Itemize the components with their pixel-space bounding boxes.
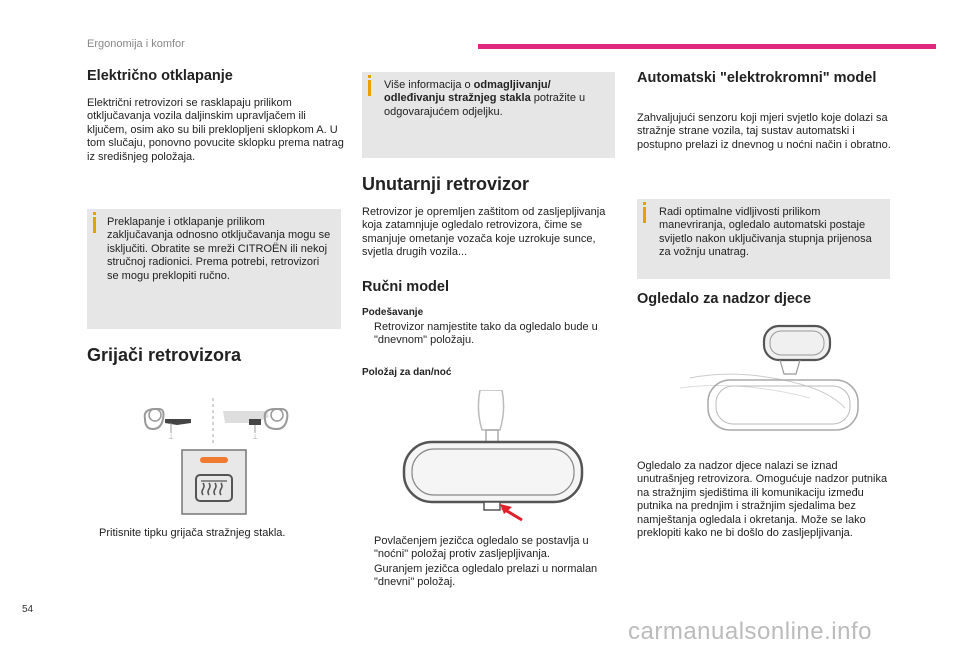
- info-note-folding: Preklapanje i otklapanje prilikom zaklju…: [87, 209, 341, 329]
- info-icon: [643, 202, 646, 223]
- heading-mirror-heaters: Grijači retrovizora: [87, 345, 242, 365]
- subheading-day-night: Položaj za dan/noć: [362, 367, 452, 378]
- paragraph-child-mirror: Ogledalo za nadzor djece nalazi se iznad…: [637, 460, 888, 540]
- subheading-adjustment: Podešavanje: [362, 307, 424, 318]
- info-icon: [93, 212, 96, 233]
- bullet-push-tab: Guranjem jezičca ogledalo prelazi u norm…: [362, 563, 618, 590]
- heading-auto-electrochromic: Automatski "elektrokromni" model: [637, 70, 877, 86]
- watermark: carmanualsonline.info: [628, 618, 872, 645]
- info-icon: [368, 75, 371, 96]
- pull-arrow-icon: [500, 504, 523, 522]
- heading-child-mirror: Ogledalo za nadzor djece: [637, 291, 812, 307]
- mirror-tab: [483, 501, 501, 511]
- info-note-defog: Više informacija o odmagljivanju/ odleđi…: [362, 72, 615, 158]
- bullet-icon: [362, 535, 374, 562]
- svg-text:⊥: ⊥: [168, 433, 174, 441]
- rear-defrost-button-icon: [181, 449, 247, 515]
- heading-manual-model: Ručni model: [362, 279, 450, 295]
- child-mirror-illustration: [680, 324, 859, 431]
- right-mirror-icon: ⊥: [223, 408, 289, 441]
- paragraph-auto-electrochromic: Zahvaljujući senzoru koji mjeri svjetlo …: [637, 112, 891, 151]
- bullet-adjust-mirror: Retrovizor namjestite tako da ogledalo b…: [362, 321, 618, 348]
- page-number: 54: [22, 604, 34, 615]
- bullet-press-defrost: Pritisnite tipku grijača stražnjeg stakl…: [87, 527, 347, 540]
- paragraph-electric-unfolding: Električni retrovizori se rasklapaju pri…: [87, 97, 344, 163]
- heading-electric-unfolding: Električno otklapanje: [87, 68, 233, 84]
- left-mirror-icon: ⊥: [143, 408, 191, 441]
- section-label: Ergonomija i komfor: [87, 38, 185, 50]
- interior-mirror-illustration: [402, 390, 584, 522]
- heading-interior-mirror: Unutarnji retrovizor: [362, 174, 530, 194]
- info-note-reverse: Radi optimalne vidljivosti prilikom mane…: [637, 199, 890, 279]
- section-accent-bar: [478, 44, 936, 49]
- child-mirror: [762, 324, 832, 362]
- heated-mirror-illustration: ⊥ ⊥: [143, 398, 289, 515]
- paragraph-interior-mirror: Retrovizor je opremljen zaštitom od zasl…: [362, 206, 606, 259]
- bullet-icon: [362, 563, 374, 590]
- bullet-icon: [87, 527, 99, 540]
- info-note-text: Preklapanje i otklapanje prilikom zaklju…: [107, 216, 331, 282]
- bullet-pull-tab: Povlačenjem jezičca ogledalo se postavlj…: [362, 535, 618, 562]
- svg-text:⊥: ⊥: [252, 433, 258, 441]
- bullet-icon: [362, 321, 374, 348]
